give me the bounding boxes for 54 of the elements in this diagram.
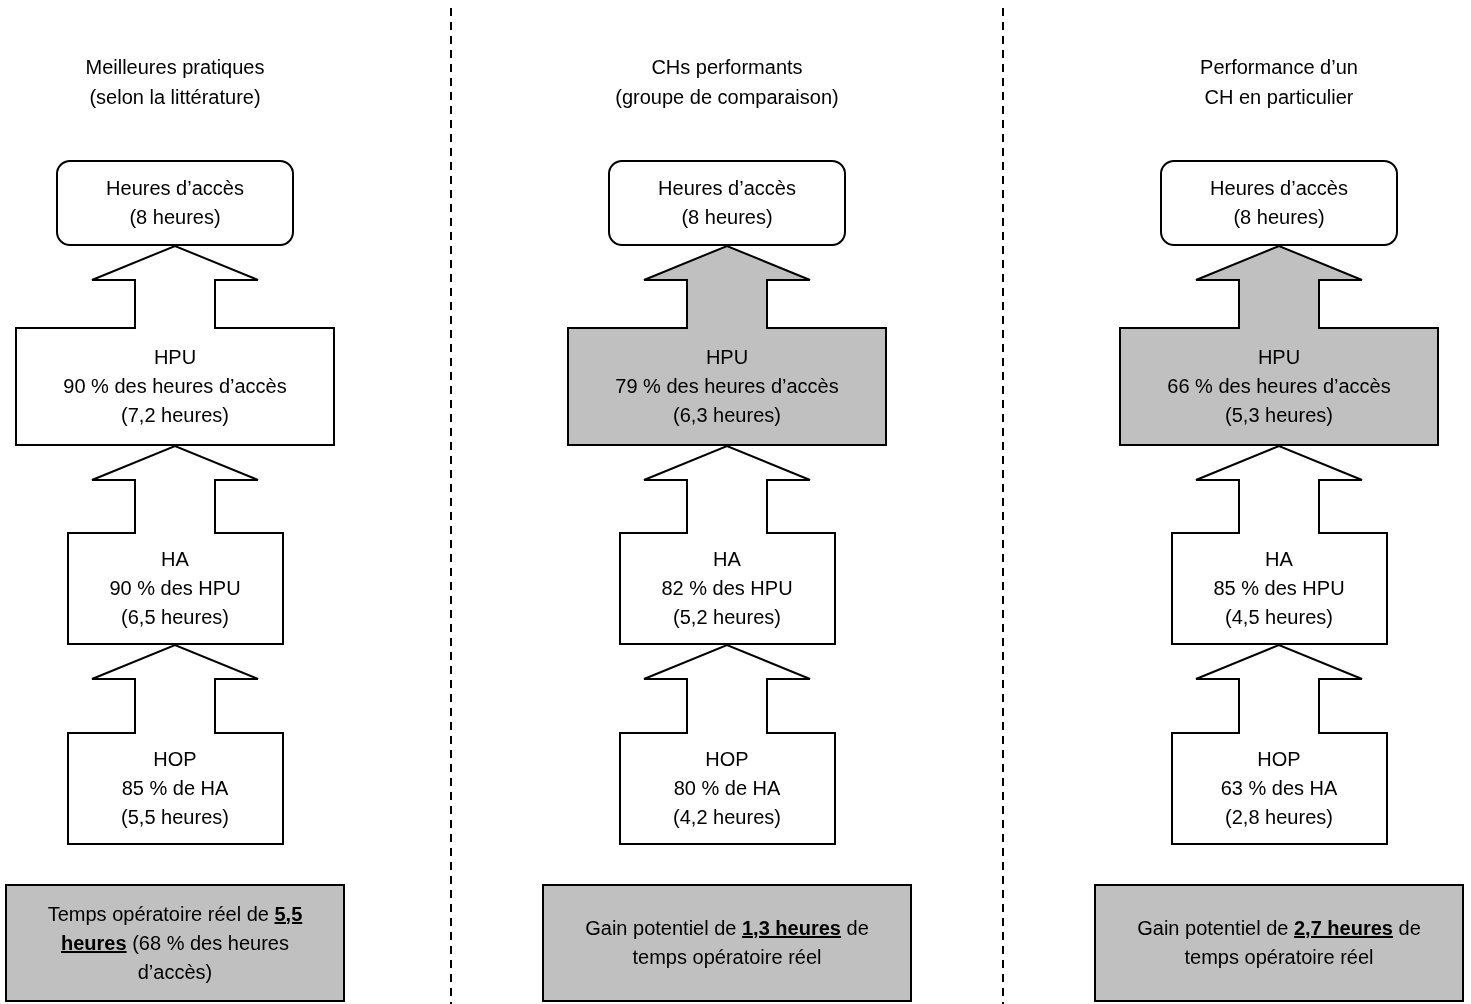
node-text: 80 % de HA xyxy=(673,776,781,801)
node-text: (5,5 heures) xyxy=(121,805,229,830)
node-text: Temps opératoire réel de 5,5 heures (68 % des heures d’accès) xyxy=(46,901,304,985)
node-text: HOP xyxy=(1257,747,1301,772)
result-box xyxy=(5,884,345,1002)
node-text: Heures d’accès xyxy=(106,176,244,201)
node-text: (4,5 heures) xyxy=(1225,605,1333,630)
node-text: HPU xyxy=(153,345,197,370)
node-text: 85 % de HA xyxy=(121,776,229,801)
node-text: HPU xyxy=(1257,345,1301,370)
block-arrow xyxy=(643,244,811,330)
node-text: (5,2 heures) xyxy=(673,605,781,630)
node-text: 82 % des HPU xyxy=(661,576,793,601)
node-text: Heures d’accès xyxy=(1210,176,1348,201)
node-text: 79 % des heures d’accès xyxy=(615,374,839,399)
block-arrow xyxy=(91,643,259,735)
rounded-box xyxy=(56,160,294,246)
node-text: (2,8 heures) xyxy=(1225,805,1333,830)
node-text: HOP xyxy=(153,747,197,772)
node-text: (8 heures) xyxy=(1233,205,1325,230)
rounded-box xyxy=(608,160,846,246)
block-arrow xyxy=(1195,444,1363,535)
node-text: 63 % des HA xyxy=(1220,776,1338,801)
node-text: Gain potentiel de 2,7 heures de temps opératoire réel xyxy=(1136,916,1422,970)
column-heading: Meilleures pratiques (selon la littérature) xyxy=(84,55,266,110)
rounded-box xyxy=(1160,160,1398,246)
result-box xyxy=(1094,884,1464,1002)
block-arrow xyxy=(91,244,259,330)
node-text: (4,2 heures) xyxy=(673,805,781,830)
block-arrow xyxy=(643,643,811,735)
column-heading: CHs performants (groupe de comparaison) xyxy=(614,55,840,110)
node-text: 85 % des HPU xyxy=(1213,576,1345,601)
node-text: (5,3 heures) xyxy=(1225,403,1333,428)
node-text: Gain potentiel de 1,3 heures de temps opératoire réel xyxy=(584,916,870,970)
node-text: (8 heures) xyxy=(681,205,773,230)
node-text: (7,2 heures) xyxy=(121,403,229,428)
column-heading: Performance d’un CH en particulier xyxy=(1199,55,1359,110)
node-text: HA xyxy=(713,547,741,572)
node-text: HPU xyxy=(705,345,749,370)
node-text: HA xyxy=(161,547,189,572)
node-text: (8 heures) xyxy=(129,205,221,230)
block-arrow xyxy=(643,444,811,535)
node-text: 90 % des heures d’accès xyxy=(63,374,287,399)
block-arrow xyxy=(91,444,259,535)
node-text: (6,5 heures) xyxy=(121,605,229,630)
node-text: (6,3 heures) xyxy=(673,403,781,428)
block-arrow xyxy=(1195,244,1363,330)
block-arrow xyxy=(1195,643,1363,735)
node-text: 90 % des HPU xyxy=(109,576,241,601)
node-text: HOP xyxy=(705,747,749,772)
node-text: 66 % des heures d’accès xyxy=(1167,374,1391,399)
result-box xyxy=(542,884,912,1002)
node-text: HA xyxy=(1265,547,1293,572)
node-text: Heures d’accès xyxy=(658,176,796,201)
